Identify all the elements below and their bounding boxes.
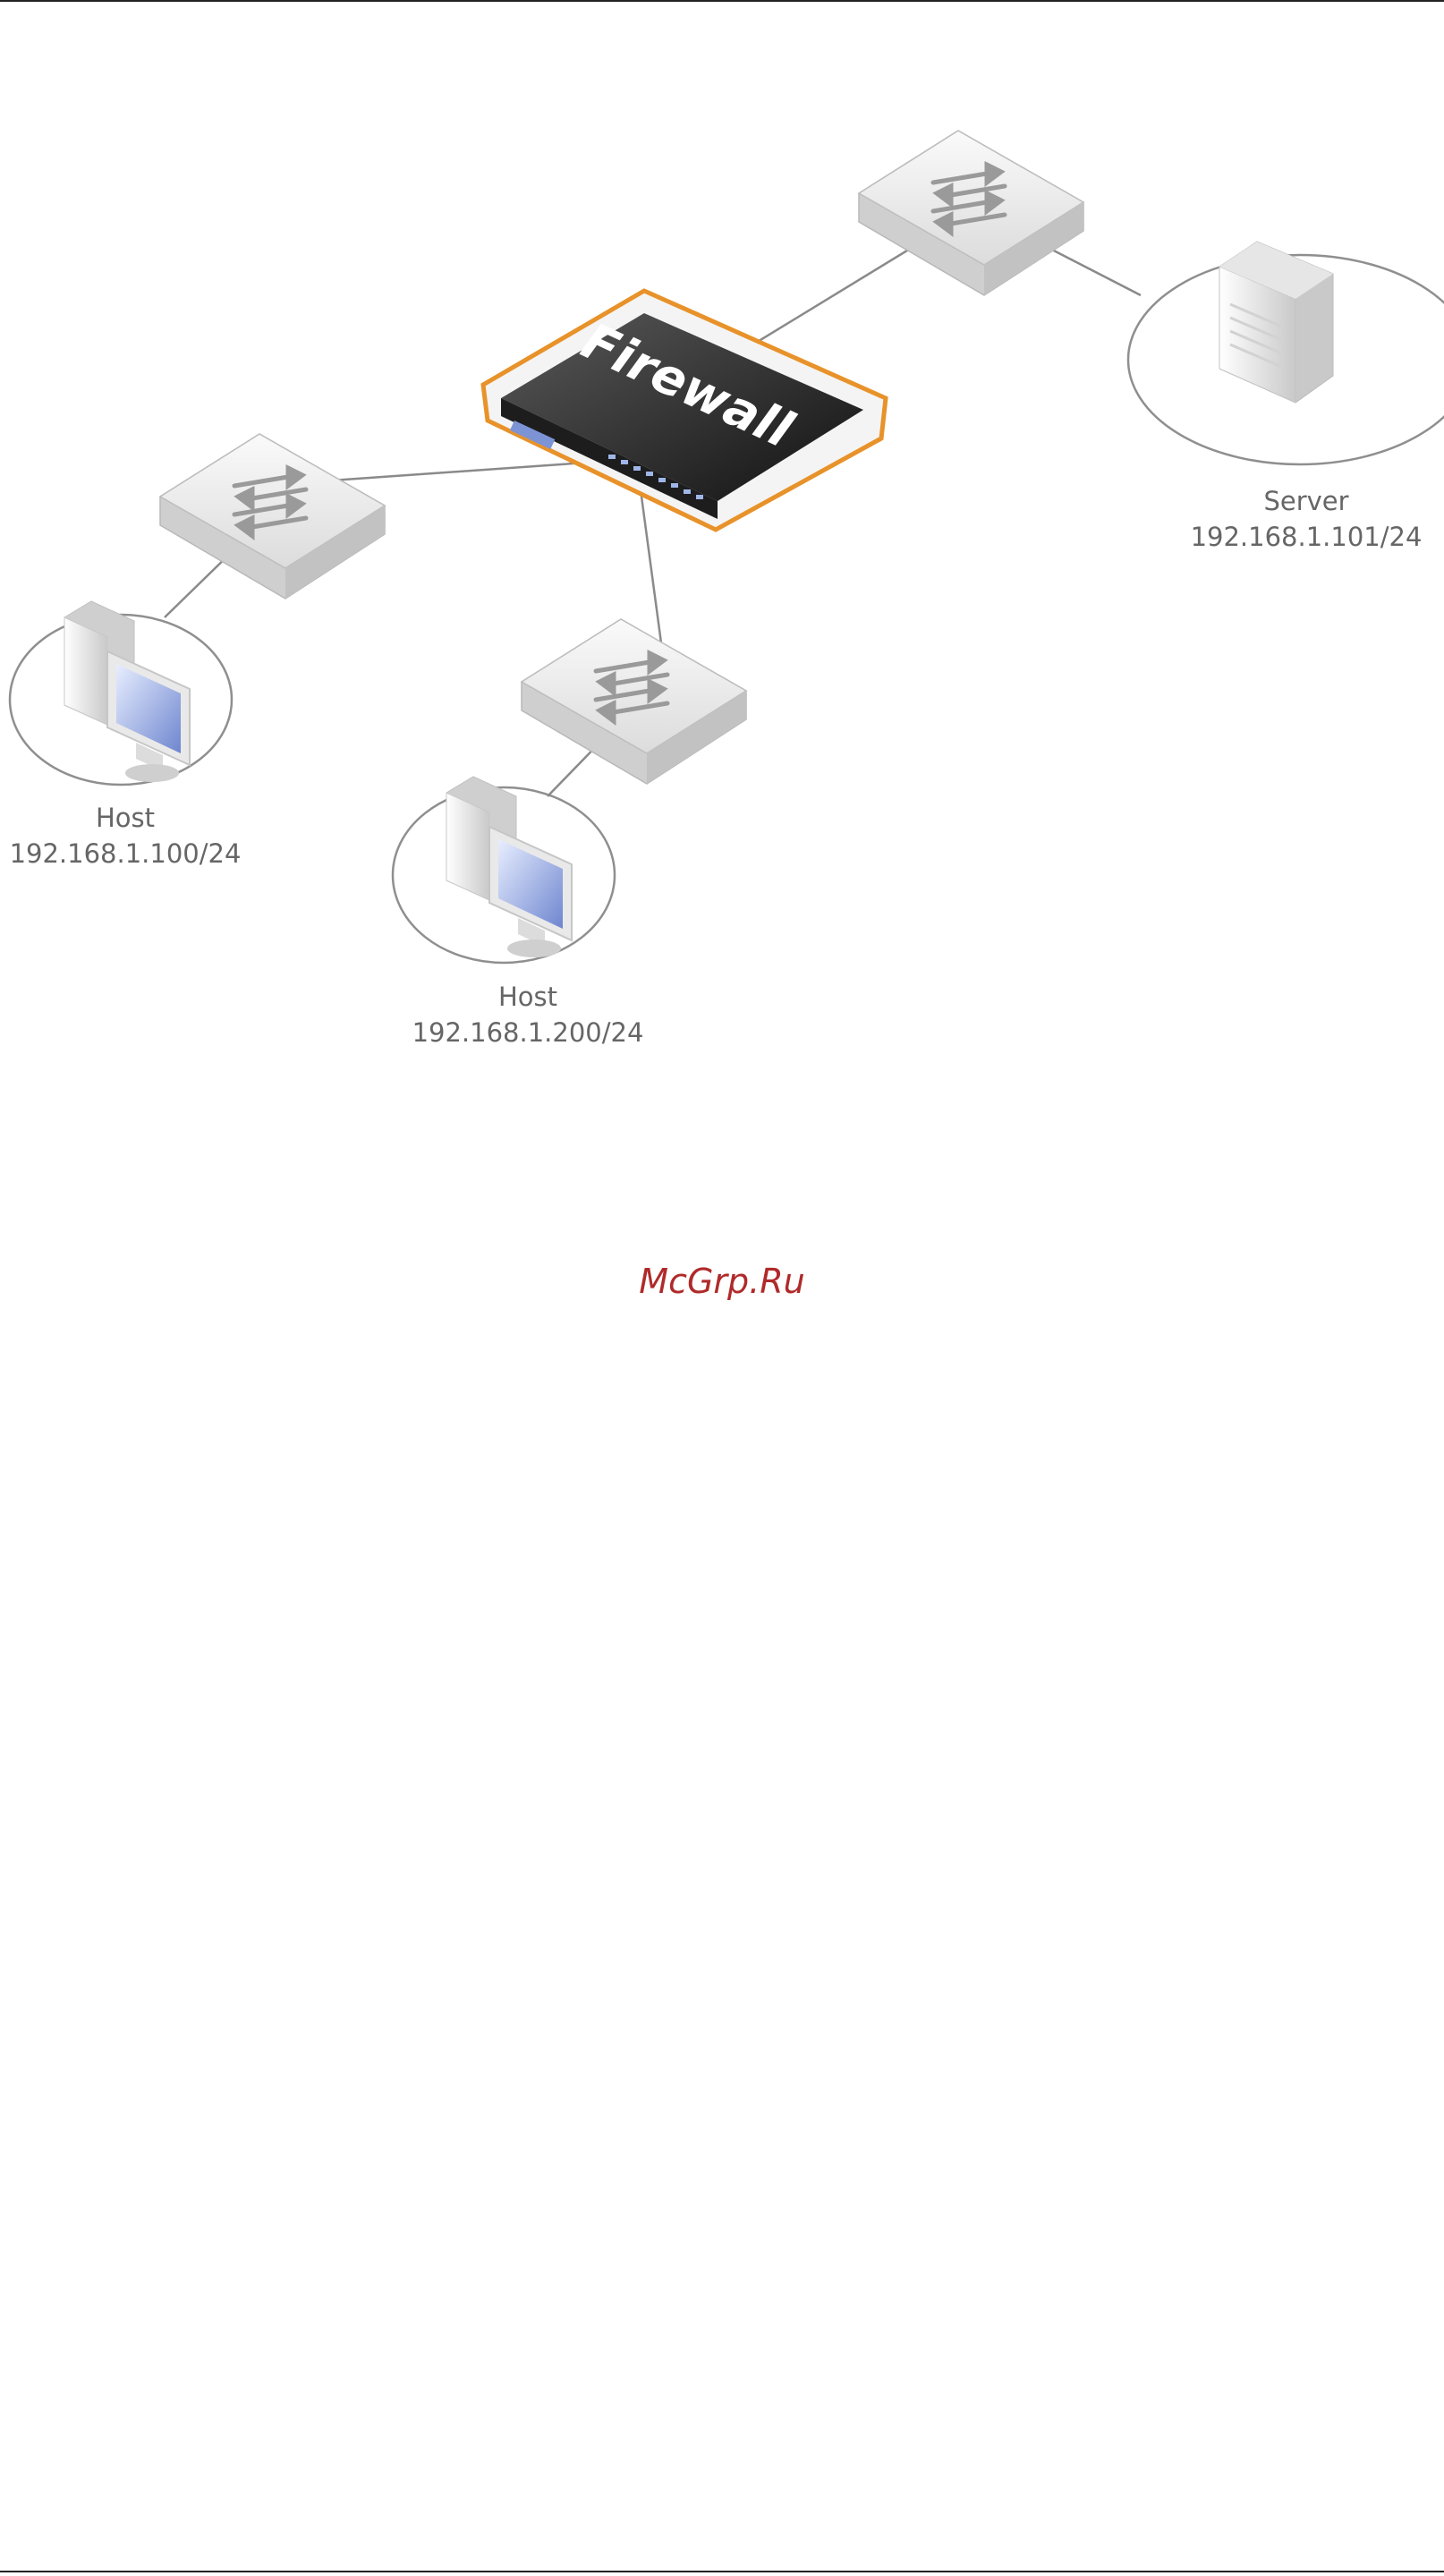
watermark: McGrp.Ru	[0, 1262, 1444, 1301]
host-left-type-label: Host	[0, 800, 251, 836]
host-center-type-label: Host	[376, 979, 680, 1015]
server-type-label: Server	[1154, 483, 1444, 519]
bottom-rule	[0, 2571, 1444, 2572]
link-switch-top-server	[1047, 247, 1141, 295]
host-left-label: Host 192.168.1.100/24	[0, 800, 251, 871]
switch-top	[859, 131, 1083, 295]
server-label: Server 192.168.1.101/24	[1154, 483, 1444, 555]
host-center-label: Host 192.168.1.200/24	[376, 979, 680, 1050]
server-ip-label: 192.168.1.101/24	[1154, 519, 1444, 555]
desktop-computer-icon	[446, 777, 572, 957]
firewall-appliance: Firewall	[483, 291, 886, 530]
link-firewall-switch-left	[306, 463, 586, 482]
host-center-ip-label: 192.168.1.200/24	[376, 1015, 680, 1050]
server-icon	[1219, 242, 1333, 403]
host-left-ip-label: 192.168.1.100/24	[0, 836, 251, 871]
switch-left	[160, 434, 385, 599]
switch-center	[522, 619, 746, 784]
link-firewall-switch-center	[640, 483, 662, 650]
desktop-computer-icon	[64, 601, 190, 782]
